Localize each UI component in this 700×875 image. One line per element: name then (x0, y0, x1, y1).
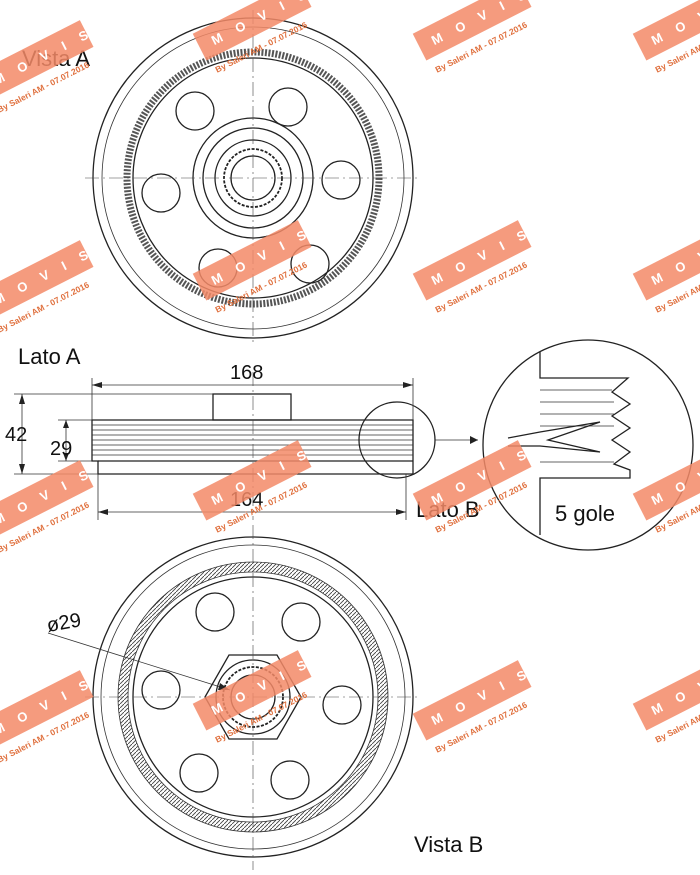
groove-detail (482, 339, 694, 551)
total-width-label: 42 (5, 424, 27, 446)
watermark-box (192, 0, 312, 61)
watermark-box (412, 0, 532, 61)
dimension-lines (14, 378, 414, 520)
outer-diameter-label: 168 (230, 362, 263, 384)
watermark-box (192, 220, 312, 301)
vista-b-view (47, 525, 420, 870)
watermark-stamp: M O V I SBy Saleri AM - 07.07.2016 (412, 660, 534, 755)
watermark-stamp: M O V I SBy Saleri AM - 07.07.2016 (0, 240, 96, 335)
watermark-box (0, 670, 94, 751)
watermark-stamp: M O V I SBy Saleri AM - 07.07.2016 (192, 440, 314, 535)
watermark-box (632, 440, 700, 521)
watermark-stamp: M O V I SBy Saleri AM - 07.07.2016 (192, 650, 314, 745)
watermark-box (0, 20, 94, 101)
watermark-stamp: M O V I SBy Saleri AM - 07.07.2016 (0, 460, 96, 555)
side-grooves (92, 424, 413, 462)
watermark-box (412, 660, 532, 741)
watermark-stamp: M O V I SBy Saleri AM - 07.07.2016 (632, 0, 700, 75)
watermark-box (632, 0, 700, 61)
watermark-box (0, 460, 94, 541)
watermark-stamp: M O V I SBy Saleri AM - 07.07.2016 (192, 220, 314, 315)
watermark-box (632, 650, 700, 731)
hub-bore-label: ø29 (45, 609, 83, 637)
watermark-stamp: M O V I SBy Saleri AM - 07.07.2016 (0, 20, 96, 115)
watermark-stamp: M O V I SBy Saleri AM - 07.07.2016 (632, 220, 700, 315)
watermark-brand: M O V I S (429, 224, 534, 287)
watermark-box (192, 440, 312, 521)
vista-b-holes (141, 592, 362, 800)
lato-a-label: Lato A (18, 344, 81, 369)
watermark-brand: M O V I S (429, 664, 534, 727)
watermark-box (0, 240, 94, 321)
groove-width-label: 29 (50, 438, 72, 460)
watermark-box (412, 220, 532, 301)
watermark-box (412, 440, 532, 521)
vista-a-holes (141, 87, 361, 288)
watermark-stamp: M O V I SBy Saleri AM - 07.07.2016 (412, 220, 534, 315)
watermark-stamp: M O V I SBy Saleri AM - 07.07.2016 (632, 650, 700, 745)
vista-a-view (85, 10, 420, 345)
watermark-stamp: M O V I SBy Saleri AM - 07.07.2016 (0, 670, 96, 765)
groove-count-label: 5 gole (555, 501, 615, 526)
watermark-box (632, 220, 700, 301)
vista-b-label: Vista B (414, 832, 483, 857)
watermark-stamp: M O V I SBy Saleri AM - 07.07.2016 (412, 0, 534, 75)
watermark-box (192, 650, 312, 731)
watermark-brand: M O V I S (429, 444, 534, 507)
watermark-stamp: M O V I SBy Saleri AM - 07.07.2016 (632, 440, 700, 535)
